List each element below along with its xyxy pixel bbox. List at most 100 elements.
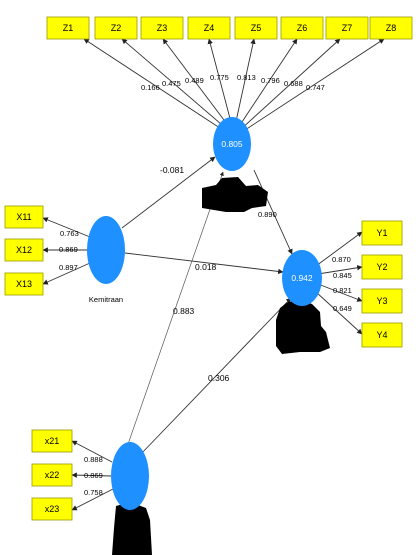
- box-x13: [4, 272, 44, 296]
- box-x23-label: x23: [45, 504, 60, 514]
- edge-z-z4: [207, 38, 233, 127]
- z-indicator-edges: [83, 38, 385, 133]
- box-z1: [46, 16, 90, 40]
- edge-z-z3: [162, 38, 231, 129]
- y-indicator-edges: [315, 231, 363, 335]
- z-indicator-boxes: Z1 Z2 Z3 Z4 Z5 Z6 Z7 Z8: [46, 16, 413, 40]
- blob-under-z: [202, 177, 268, 212]
- box-z4: [187, 16, 231, 40]
- y-loading-labels: 0.870 0.845 0.821 0.649: [332, 255, 352, 313]
- loading-z2: 0.475: [162, 79, 181, 88]
- loading-y2: 0.845: [333, 271, 352, 280]
- coef-x2-y: 0.306: [208, 373, 230, 383]
- box-z6: [280, 16, 324, 40]
- box-z5: [234, 16, 278, 40]
- x2-indicator-edges: [71, 440, 114, 511]
- box-y3: [361, 288, 403, 314]
- box-y1-label: Y1: [376, 228, 387, 238]
- edge-z-z1: [83, 38, 227, 133]
- path-kemitraan-z: [121, 156, 216, 229]
- edge-x2-x21: [71, 440, 113, 463]
- box-x13-label: X13: [16, 279, 32, 289]
- box-z8: [369, 16, 413, 40]
- loading-z4: 0.775: [210, 73, 229, 82]
- z-partial-label: 0.890: [258, 210, 277, 219]
- box-z2: [94, 16, 138, 40]
- edge-z-z2: [121, 38, 229, 131]
- edge-k-x13: [42, 262, 91, 285]
- loading-x13: 0.897: [59, 263, 78, 272]
- edge-x2-x23: [71, 488, 114, 511]
- loading-z3: 0.489: [185, 76, 204, 85]
- x2-indicator-boxes: x21 x22 x23: [31, 429, 73, 521]
- coef-kemitraan-y: 0.018: [195, 262, 217, 272]
- edge-z-z8: [241, 38, 385, 133]
- box-x12-label: X12: [16, 245, 32, 255]
- edge-z-z7: [239, 38, 341, 131]
- loading-x23: 0.758: [84, 488, 103, 497]
- edge-y-y1: [315, 231, 363, 267]
- latent-kemitraan[interactable]: [87, 216, 125, 284]
- x1-indicator-edges: [42, 217, 91, 285]
- box-y3-label: Y3: [376, 296, 387, 306]
- box-z1-label: Z1: [63, 23, 74, 33]
- path-coefficient-labels: -0.081 0.018 0.883 0.306: [160, 165, 230, 383]
- blob-under-y: [276, 300, 330, 354]
- loading-z1: 0.166: [141, 83, 160, 92]
- structural-paths: [121, 156, 293, 456]
- loading-x21: 0.888: [84, 455, 103, 464]
- edge-y-y4: [315, 291, 363, 335]
- loading-y1: 0.870: [332, 255, 351, 264]
- box-z4-label: Z4: [204, 23, 215, 33]
- latent-x2[interactable]: [111, 442, 149, 510]
- box-y4-label: Y4: [376, 330, 387, 340]
- box-z3: [140, 16, 184, 40]
- edge-x2-x22: [71, 472, 112, 478]
- box-x11: [4, 205, 44, 229]
- blob-under-x2: [112, 502, 152, 555]
- box-z3-label: Z3: [157, 23, 168, 33]
- x2-loading-labels: 0.888 0.869 0.758: [84, 455, 103, 497]
- box-y4: [361, 322, 403, 348]
- redaction-blobs: [112, 177, 330, 555]
- latent-z-value: 0.805: [221, 139, 243, 149]
- box-z7-label: Z7: [342, 23, 353, 33]
- edge-y-y2: [317, 265, 363, 275]
- loading-z6: 0.796: [261, 76, 280, 85]
- y-indicator-boxes: Y1 Y2 Y3 Y4: [361, 220, 403, 348]
- x1-loading-labels: 0.763 0.869 0.897: [59, 229, 79, 272]
- path-z-y: [253, 169, 293, 255]
- latent-y[interactable]: [282, 250, 322, 306]
- box-z8-label: Z8: [386, 23, 397, 33]
- loading-y3: 0.821: [333, 286, 352, 295]
- edge-z-z6: [237, 38, 298, 129]
- coef-x2-z: 0.883: [173, 306, 195, 316]
- loading-z7: 0.688: [284, 79, 303, 88]
- box-x22-label: x22: [45, 470, 60, 480]
- edge-k-x11: [42, 217, 91, 238]
- box-z6-label: Z6: [297, 23, 308, 33]
- loading-y4: 0.649: [333, 304, 352, 313]
- x1-indicator-boxes: X11 X12 X13: [4, 205, 44, 296]
- path-x2-z: [126, 171, 224, 448]
- latent-nodes: 0.805 Kemitraan 0.942: [87, 117, 322, 510]
- box-x11-label: X11: [16, 212, 31, 222]
- edge-y-y3: [317, 283, 363, 302]
- latent-y-value: 0.942: [291, 273, 313, 283]
- latent-z[interactable]: [213, 117, 251, 171]
- loading-z5: 0.813: [237, 73, 256, 82]
- box-z2-label: Z2: [111, 23, 122, 33]
- z-loading-labels: 0.166 0.475 0.489 0.775 0.813 0.796 0.68…: [141, 73, 325, 92]
- coef-kemitraan-z: -0.081: [160, 165, 184, 175]
- box-x12: [4, 238, 44, 262]
- loading-x22: 0.869: [84, 471, 103, 480]
- box-y2: [361, 254, 403, 280]
- path-kemitraan-y: [124, 252, 284, 275]
- box-y2-label: Y2: [376, 262, 387, 272]
- box-x21: [31, 429, 73, 453]
- box-y1: [361, 220, 403, 246]
- box-x21-label: x21: [45, 436, 60, 446]
- box-x23: [31, 497, 73, 521]
- box-z7: [325, 16, 369, 40]
